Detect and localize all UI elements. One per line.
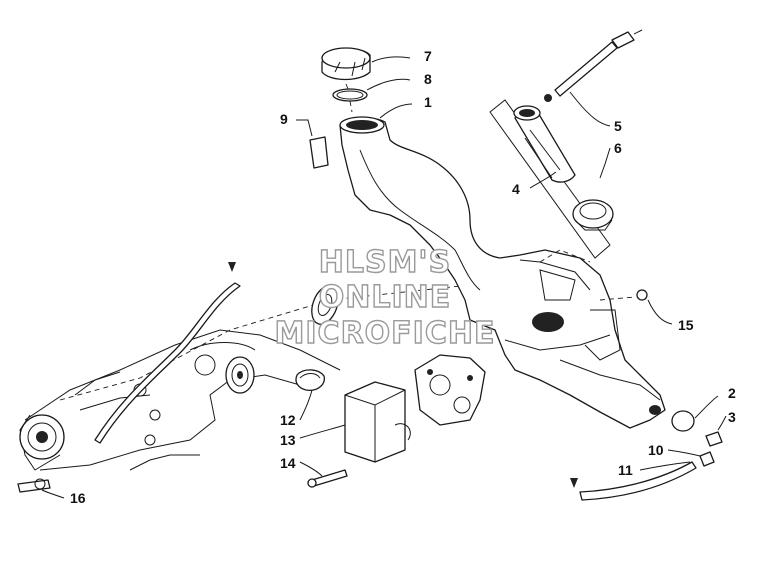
fuel-tank: [339, 116, 666, 429]
sprocket-mid: [225, 356, 255, 394]
fitting: [705, 431, 723, 447]
sprocket-upper: [311, 285, 339, 325]
leader-lines: [41, 56, 727, 499]
gauge-seal: [572, 199, 614, 231]
grommet: [671, 410, 695, 432]
callout-13: 13: [280, 432, 296, 448]
callout-3: 3: [728, 409, 736, 425]
watermark-line-3: MICROFICHE: [275, 316, 496, 351]
fuel-line: [579, 461, 697, 501]
callout-7: 7: [424, 48, 432, 64]
watermark: HLSM'S ONLINE MICROFICHE: [274, 244, 496, 351]
vent-hose-left: [94, 282, 241, 444]
watermark-line-1: HLSM'S: [319, 245, 451, 280]
callout-16: 16: [70, 490, 86, 506]
fuel-cap: [321, 47, 371, 81]
hose-clamp: [699, 451, 715, 467]
callout-9: 9: [280, 111, 288, 127]
fuel-gauge-assembly: [489, 99, 611, 259]
pump-assembly: [414, 354, 486, 426]
flow-arrow-right: [570, 478, 578, 488]
mount-bracket: [344, 381, 411, 463]
watermark-line-2: ONLINE: [319, 280, 452, 315]
callout-4: 4: [512, 181, 520, 197]
decal: [309, 136, 329, 169]
callout-12: 12: [280, 412, 296, 428]
sender-lead: [544, 29, 643, 102]
washer: [636, 289, 648, 301]
callouts: 7 8 1 9 5 6 4 15 2 3 10 11 12 13 14 16: [70, 48, 736, 506]
callout-6: 6: [614, 140, 622, 156]
sprocket-left: [19, 414, 65, 460]
clip: [17, 479, 51, 493]
hose-clamp-ring: [295, 369, 325, 391]
flow-arrow-left: [228, 262, 236, 272]
callout-8: 8: [424, 71, 432, 87]
callout-15: 15: [678, 317, 694, 333]
callout-10: 10: [648, 442, 664, 458]
callout-11: 11: [618, 462, 633, 478]
callout-1: 1: [424, 94, 432, 110]
callout-2: 2: [728, 385, 736, 401]
callout-5: 5: [614, 118, 622, 134]
callout-14: 14: [280, 455, 296, 471]
chassis-frame: [19, 284, 471, 471]
